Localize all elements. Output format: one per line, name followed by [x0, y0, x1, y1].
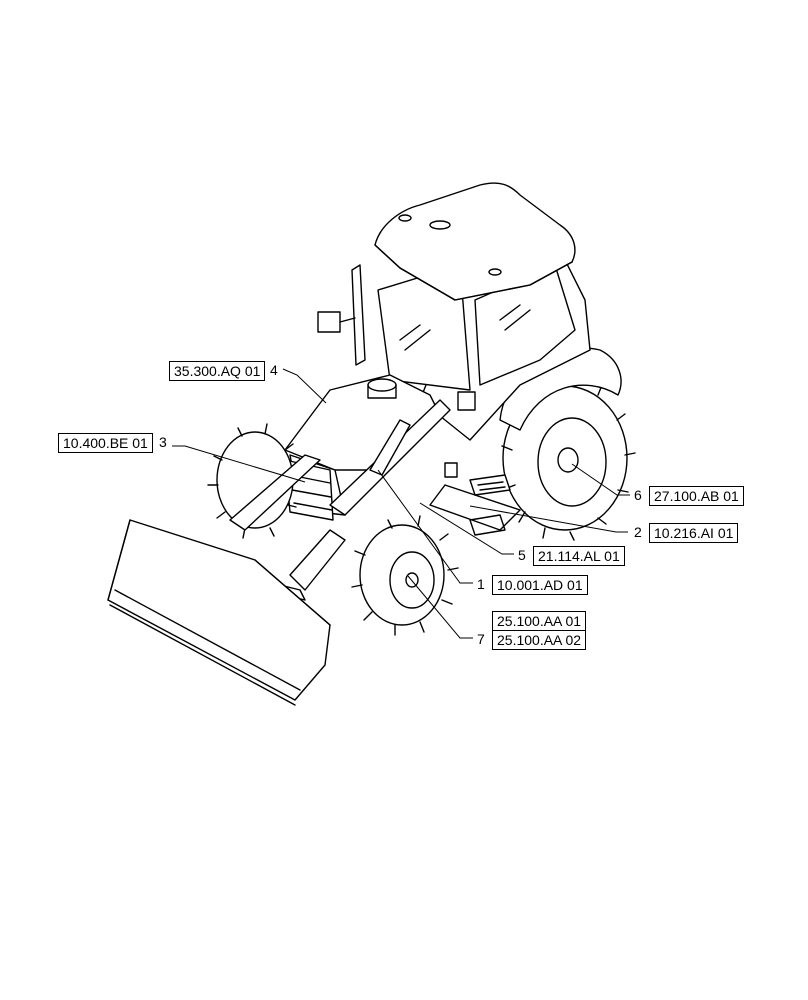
callout-ref-5[interactable]: 21.114.AL 01	[533, 546, 625, 566]
callout-number-3: 3	[159, 434, 167, 450]
bucket	[107, 519, 331, 706]
callout-number-1: 1	[477, 576, 485, 592]
callout-number-4: 4	[270, 362, 278, 378]
callout-ref-2[interactable]: 10.216.AI 01	[649, 523, 739, 543]
callout-number-5: 5	[518, 547, 526, 563]
callout-number-6: 6	[634, 487, 642, 503]
callout-ref-4[interactable]: 35.300.AQ 01	[169, 361, 266, 381]
callout-ref-7a[interactable]: 25.100.AA 01	[492, 611, 587, 631]
callout-ref-3[interactable]: 10.400.BE 01	[58, 433, 153, 453]
callout-number-2: 2	[634, 524, 642, 540]
callout-ref-6[interactable]: 27.100.AB 01	[649, 486, 744, 506]
left-front-wheel	[207, 423, 303, 539]
rear-wheel	[501, 374, 636, 541]
callout-ref-7b[interactable]: 25.100.AA 02	[492, 630, 587, 650]
callout-ref-1[interactable]: 10.001.AD 01	[492, 575, 588, 595]
callout-number-7: 7	[477, 631, 485, 647]
